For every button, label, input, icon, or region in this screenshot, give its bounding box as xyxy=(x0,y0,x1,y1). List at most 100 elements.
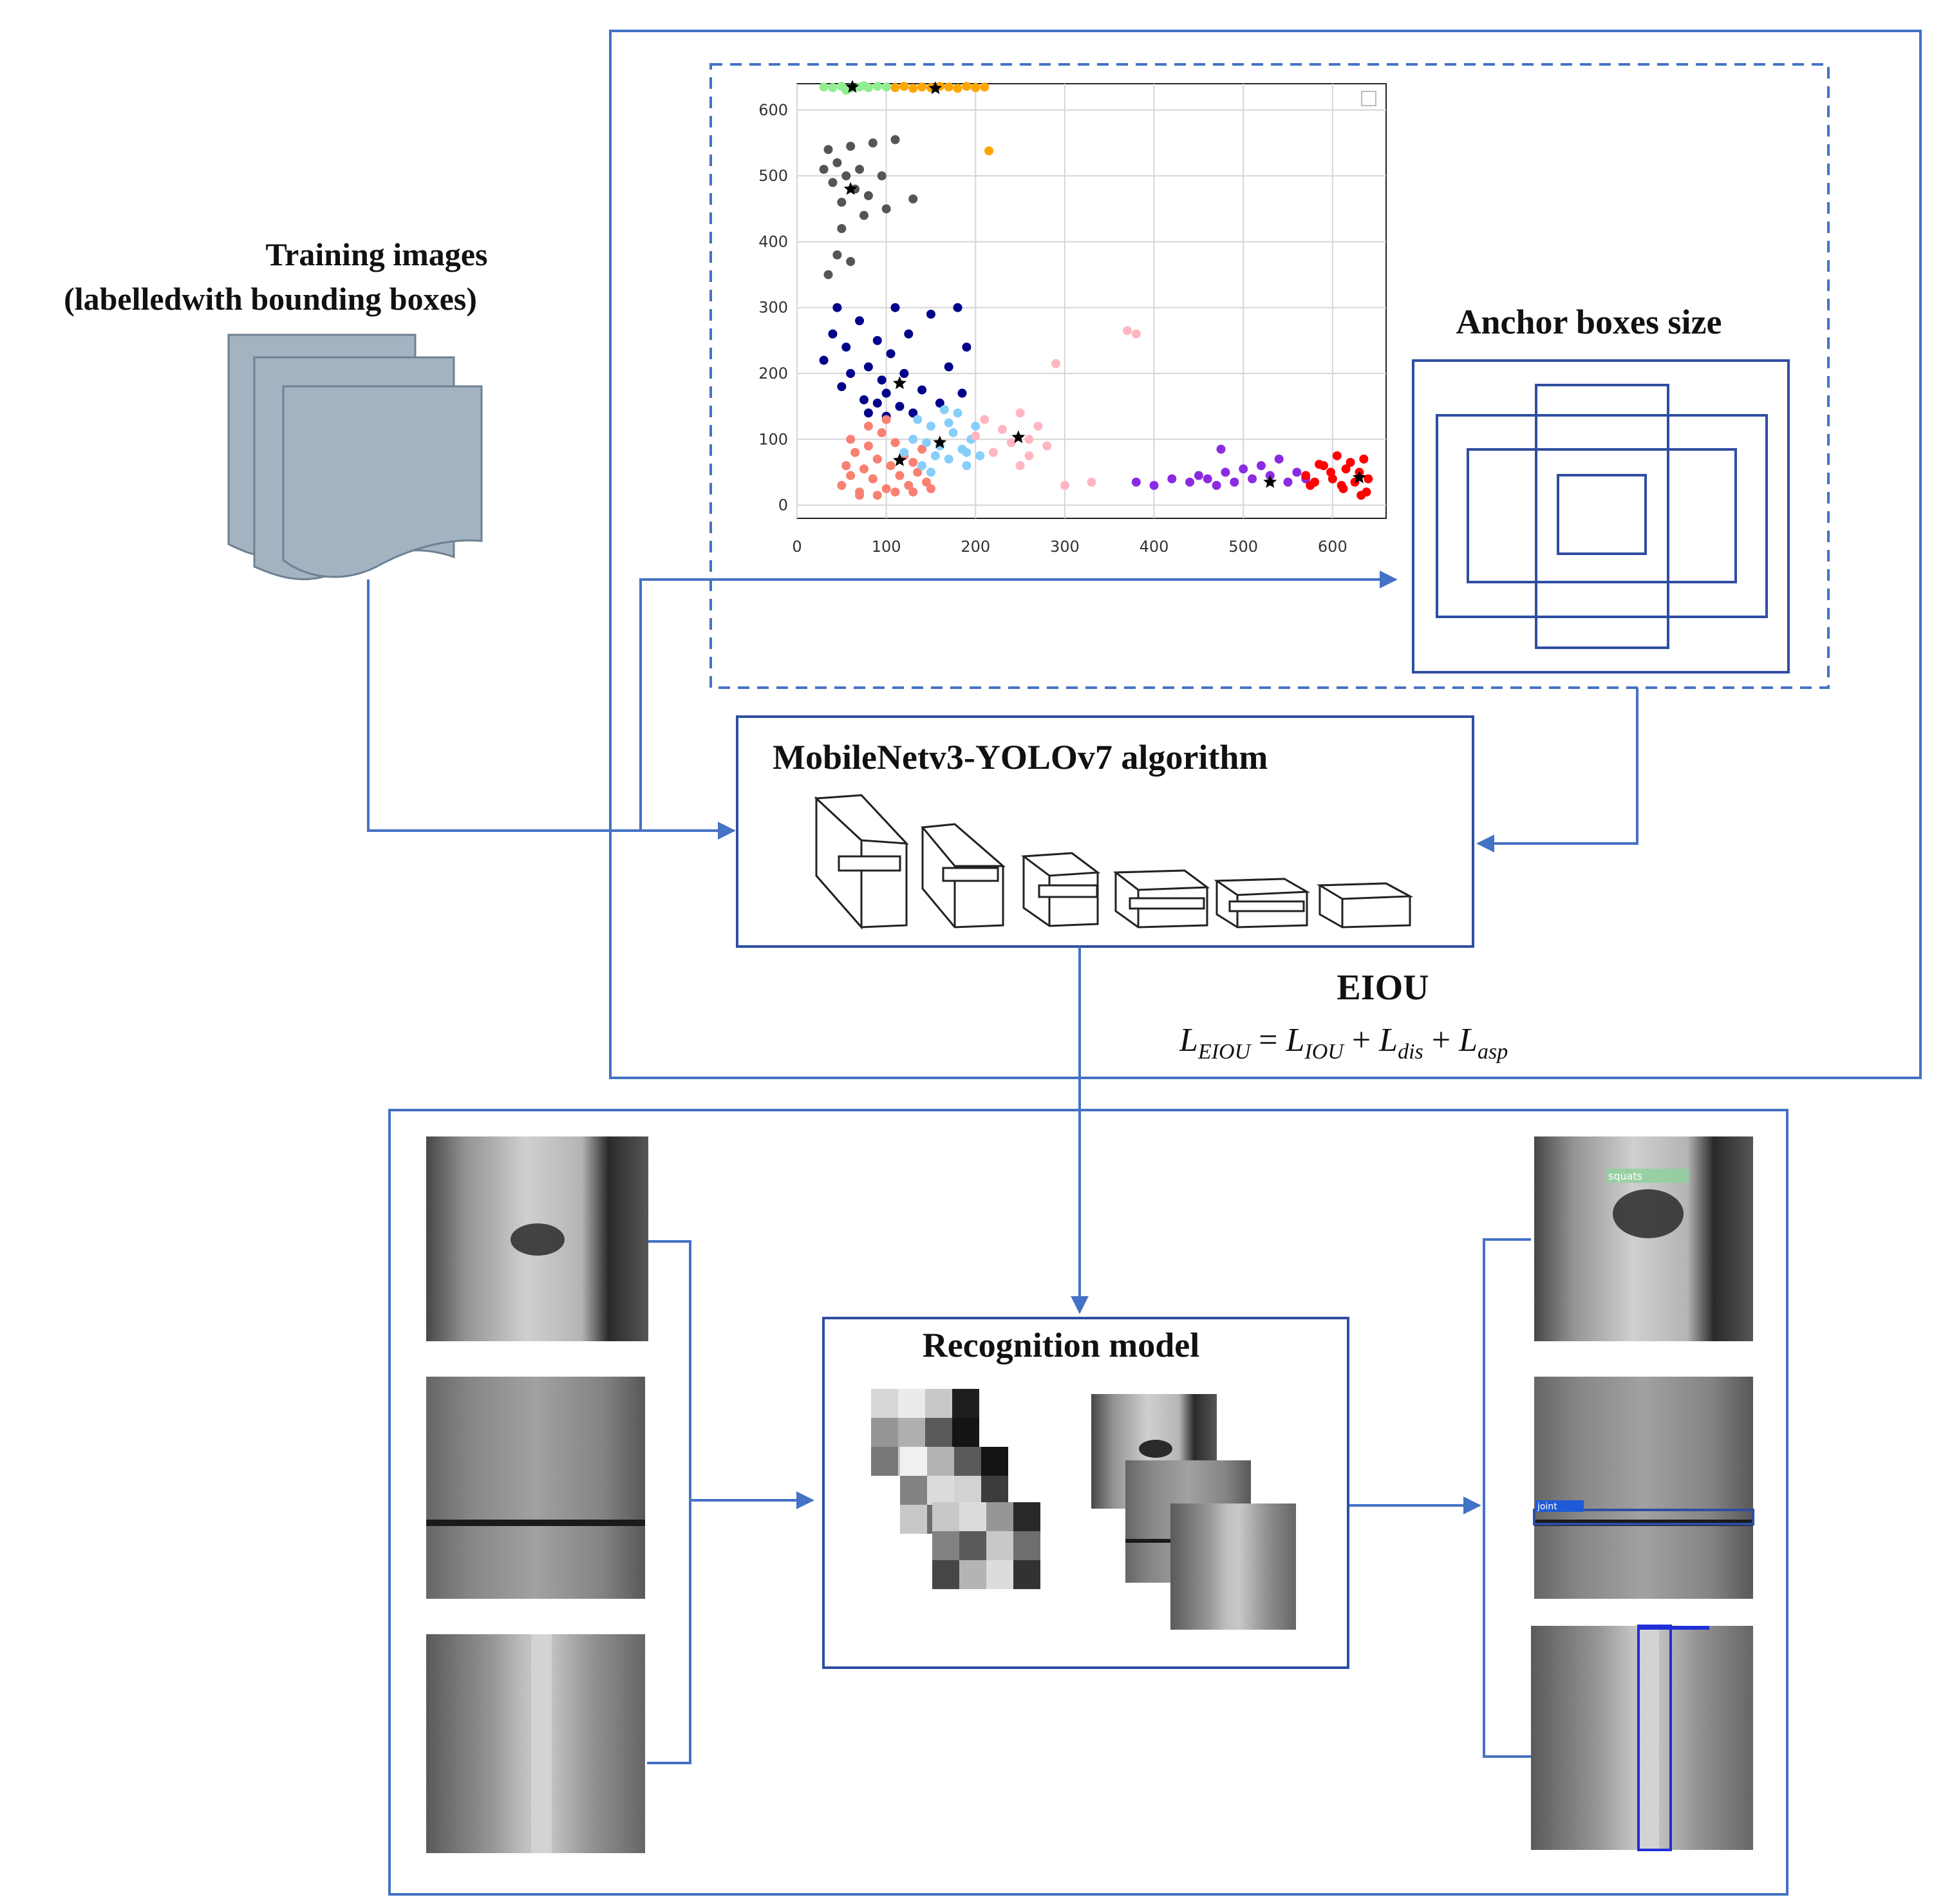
feature-map-cell xyxy=(981,1447,1008,1476)
feature-map-cell xyxy=(959,1502,986,1531)
scatter-point xyxy=(989,448,998,457)
scatter-point xyxy=(890,438,900,448)
anchor-box-small xyxy=(1557,474,1647,555)
scatter-point xyxy=(935,399,944,408)
scatter-point xyxy=(1248,474,1257,484)
feature-map-cell xyxy=(986,1560,1013,1589)
feature-map-cell xyxy=(1013,1502,1040,1531)
scatter-point xyxy=(1332,451,1342,460)
y-tick-label: 100 xyxy=(758,430,788,448)
feature-map-cell xyxy=(871,1389,898,1418)
scatter-point xyxy=(1131,477,1141,487)
scatter-point xyxy=(908,408,918,418)
scatter-point xyxy=(837,224,847,233)
feature-map-cell xyxy=(1013,1531,1040,1560)
x-tick-label: 200 xyxy=(961,538,990,556)
scatter-point xyxy=(1024,435,1034,444)
scatter-point xyxy=(837,198,847,207)
scatter-point xyxy=(890,135,900,144)
weld-label-tag xyxy=(1638,1626,1709,1630)
scatter-point xyxy=(823,270,833,279)
recognition-title: Recognition model xyxy=(923,1326,1199,1364)
scatter-point xyxy=(872,454,882,464)
feature-map-cell xyxy=(898,1418,925,1447)
centroid-point xyxy=(1011,430,1026,444)
y-tick-label: 0 xyxy=(778,496,788,514)
scatter-point xyxy=(881,388,891,398)
output-image-weld xyxy=(1531,1625,1753,1851)
recognition-thumbnails-icon xyxy=(1091,1394,1296,1630)
feature-map-cell xyxy=(871,1418,898,1447)
feature-map-grids-icon xyxy=(871,1389,1040,1589)
scatter-point xyxy=(863,421,873,431)
scatter-point xyxy=(953,408,962,418)
scatter-point xyxy=(908,435,918,444)
scatter-point xyxy=(863,362,873,372)
scatter-point xyxy=(886,461,896,471)
formula-term2: L xyxy=(1378,1022,1398,1059)
scatter-point xyxy=(881,415,891,424)
scatter-point xyxy=(926,309,935,319)
scatter-point xyxy=(823,145,833,155)
scatter-point xyxy=(846,257,856,267)
formula-term3-sub: asp xyxy=(1478,1040,1508,1064)
scatter-point xyxy=(904,480,914,490)
feature-map-cell xyxy=(1013,1560,1040,1589)
scatter-point xyxy=(1338,484,1348,493)
detection-stage-frame xyxy=(388,1109,1788,1896)
scatter-point xyxy=(872,335,882,345)
training-stage-frame xyxy=(609,30,1922,1079)
scatter-point xyxy=(908,487,918,497)
y-tick-label: 300 xyxy=(758,299,788,317)
scatter-point xyxy=(1212,480,1221,490)
centroid-point xyxy=(843,182,858,195)
scatter-point xyxy=(872,399,882,408)
scatter-point xyxy=(1149,480,1159,490)
scatter-point xyxy=(832,303,842,312)
scatter-point xyxy=(859,211,868,220)
scatter-point xyxy=(1216,444,1226,454)
feature-map-cell xyxy=(954,1447,981,1476)
scatter-point xyxy=(859,464,868,474)
formula-lhs-sub: EIOU xyxy=(1197,1040,1252,1064)
clustering-dashed-frame xyxy=(709,63,1830,689)
scatter-point xyxy=(881,82,891,92)
eiou-formula: LEIOU = LIOU + Ldis + Lasp xyxy=(1179,1022,1508,1064)
scatter-point xyxy=(1185,477,1194,487)
centroid-point xyxy=(933,435,947,449)
x-tick-label: 600 xyxy=(1318,538,1347,556)
scatter-point xyxy=(1306,480,1315,490)
feature-map-cell xyxy=(871,1447,898,1476)
anchor-box-medium xyxy=(1467,448,1737,583)
scatter-point xyxy=(944,418,953,428)
feature-map-cell xyxy=(986,1531,1013,1560)
scatter-point xyxy=(944,362,953,372)
x-tick-label: 400 xyxy=(1140,538,1169,556)
output-image-joint: joint xyxy=(1533,1377,1754,1599)
feature-map-cell xyxy=(952,1418,979,1447)
scatter-point xyxy=(1315,460,1324,469)
formula-lhs: L xyxy=(1179,1022,1198,1059)
input-image-squat xyxy=(426,1136,648,1341)
scatter-point xyxy=(997,424,1007,434)
feature-map-cell xyxy=(900,1505,927,1534)
scatter-point xyxy=(908,194,918,203)
output-bracket xyxy=(1483,1238,1531,1758)
scatter-point xyxy=(832,250,842,259)
scatter-point xyxy=(1341,464,1351,474)
centroid-point xyxy=(1352,470,1366,484)
feature-map-cell xyxy=(927,1476,954,1505)
scatter-point xyxy=(895,402,905,411)
scatter-point xyxy=(890,303,900,312)
scatter-point xyxy=(1131,329,1141,339)
scatter-point xyxy=(1024,451,1034,460)
scatter-point xyxy=(899,369,909,378)
scatter-point xyxy=(953,303,962,312)
eiou-title: EIOU xyxy=(1337,968,1429,1008)
scatter-point xyxy=(846,369,856,378)
arrow-training-to-algorithm xyxy=(367,580,736,840)
joint-detection-box xyxy=(1533,1509,1754,1525)
scatter-point xyxy=(1359,454,1369,464)
